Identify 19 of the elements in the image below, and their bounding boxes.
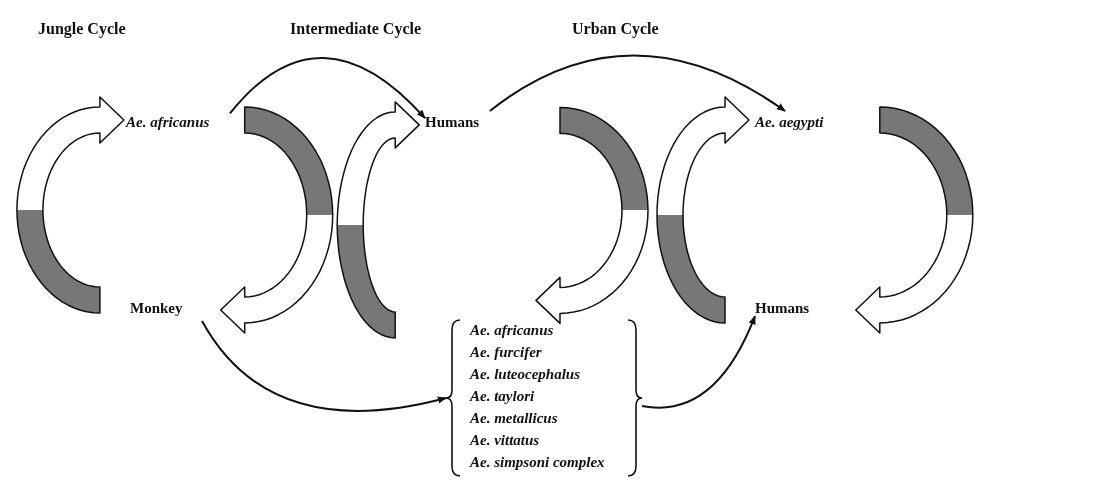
species-name: Ae. africanus <box>126 113 211 132</box>
cycle-heading: Jungle Cycle <box>38 20 126 38</box>
species-name: Ae. luteocephalus <box>470 365 581 384</box>
host-label: Humans <box>425 113 481 132</box>
species-name: Ae. aegypti <box>755 113 825 132</box>
species-name: Ae. taylori <box>470 387 536 406</box>
curved-arrow <box>201 320 447 412</box>
host-label: Monkey <box>130 299 184 318</box>
species-name: Ae. vittatus <box>470 431 541 450</box>
cycle-heading: Intermediate Cycle <box>290 20 422 38</box>
species-name: Ae. metallicus <box>470 409 559 428</box>
species-name: Ae. africanus <box>470 321 555 340</box>
species-name: Ae. furcifer <box>470 343 543 362</box>
cycle-heading: Urban Cycle <box>572 20 659 38</box>
host-label: Humans <box>755 299 811 318</box>
curved-arrow <box>488 54 786 112</box>
curved-arrow <box>641 315 756 409</box>
curved-arrow <box>229 56 426 120</box>
species-name: Ae. simpsoni complex <box>470 453 606 472</box>
